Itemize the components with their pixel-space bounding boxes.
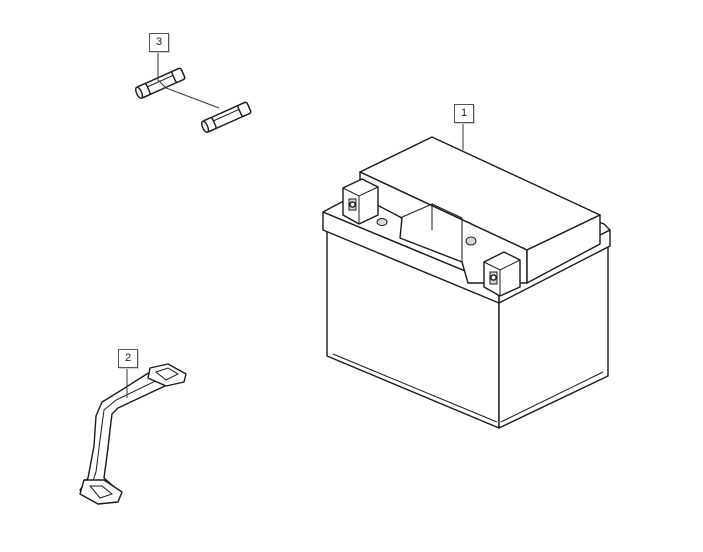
leader-line-3 [157,51,220,109]
fuse-icon[interactable] [134,67,252,134]
callout-label-2: 2 [118,349,138,368]
callout-label-3: 3 [149,33,169,52]
battery-strap-icon[interactable] [79,363,187,505]
callout-label-1: 1 [454,104,474,123]
battery-icon[interactable] [322,136,611,429]
